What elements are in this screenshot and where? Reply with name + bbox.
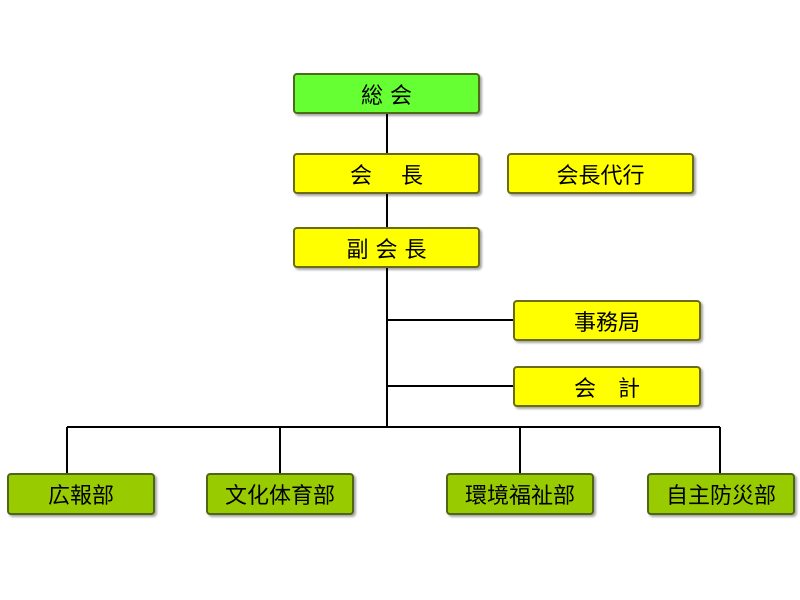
node-accounting: 会 計 bbox=[513, 366, 701, 407]
node-president: 会 長 bbox=[293, 153, 480, 194]
node-culture-sports-dept: 文化体育部 bbox=[206, 473, 354, 515]
node-vice-president: 副 会 長 bbox=[293, 227, 480, 268]
node-general-assembly: 総 会 bbox=[293, 73, 480, 114]
node-secretariat: 事務局 bbox=[513, 300, 701, 341]
node-disaster-prevention-dept: 自主防災部 bbox=[647, 473, 795, 515]
node-pr-dept: 広報部 bbox=[7, 473, 155, 515]
node-acting-president: 会長代行 bbox=[507, 153, 694, 194]
node-environment-welfare-dept: 環境福祉部 bbox=[446, 473, 594, 515]
